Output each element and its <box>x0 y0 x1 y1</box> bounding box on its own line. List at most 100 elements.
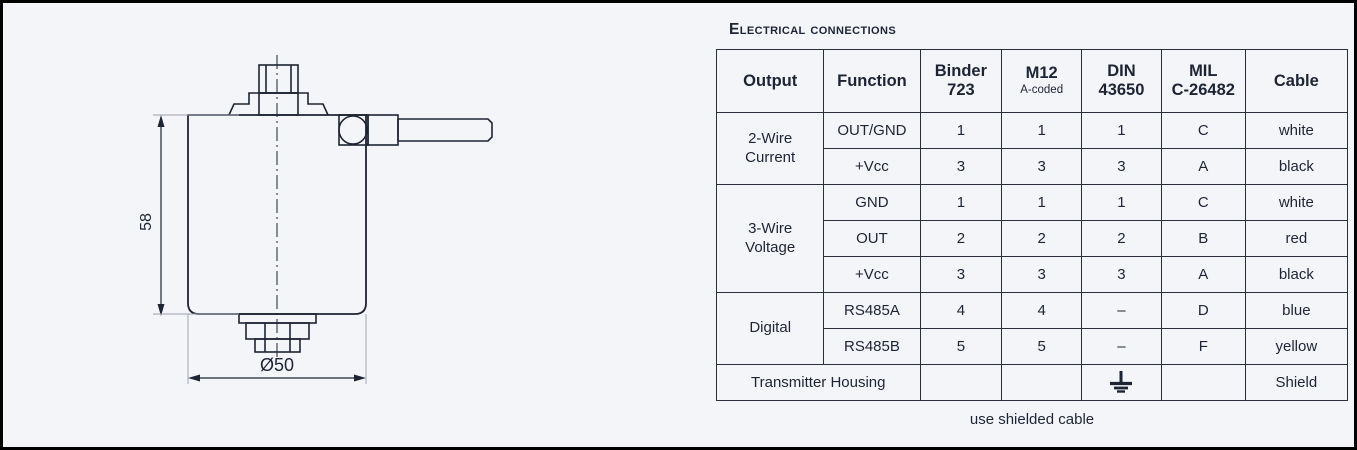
dimension-height-label: 58 <box>138 213 155 231</box>
din-cell: 1 <box>1081 112 1162 149</box>
top-connector-outer <box>258 64 299 94</box>
top-connector-neck <box>258 92 299 116</box>
cable-cell: black <box>1244 256 1349 293</box>
function-cell: OUT/GND <box>823 112 921 149</box>
column-header-cable: Cable <box>1244 49 1349 113</box>
transmitter-dimension-drawing: 58 Ø50 <box>138 55 493 384</box>
column-header-function: Function <box>823 49 921 113</box>
cable-cell: white <box>1244 112 1349 149</box>
function-cell: RS485B <box>823 328 921 365</box>
column-header-m12: M12 A-coded <box>1001 49 1083 113</box>
column-header-binder-sub: 723 <box>947 81 975 99</box>
table-row: 2-Wire Current OUT/GND 1 1 1 C white <box>715 112 1349 185</box>
binder-cell: 1 <box>919 112 1003 149</box>
technical-drawing-pane: 58 Ø50 <box>3 3 693 447</box>
m12-cell: 2 <box>1001 220 1083 257</box>
output-group-digital: Digital <box>715 292 825 365</box>
transmitter-housing-label: Transmitter Housing <box>716 364 921 401</box>
m12-cell <box>1001 364 1083 401</box>
top-flange <box>228 92 329 116</box>
din-cell: – <box>1081 328 1162 365</box>
column-header-function-label: Function <box>837 71 907 90</box>
dim-arrow-bottom <box>157 304 165 316</box>
output-group-2wire-current: 2-Wire Current <box>715 112 825 185</box>
din-cell: 1 <box>1081 184 1162 221</box>
cable-cell: black <box>1244 148 1349 185</box>
column-header-binder: Binder 723 <box>919 49 1003 113</box>
binder-cell: 4 <box>919 292 1003 329</box>
earth-ground-icon <box>1106 368 1136 394</box>
binder-cell: 1 <box>919 184 1003 221</box>
function-cell: +Vcc <box>823 256 921 293</box>
side-gland-circle <box>338 115 368 145</box>
column-header-din-label: DIN <box>1107 62 1136 81</box>
mil-cell: A <box>1160 148 1246 185</box>
binder-cell: 2 <box>919 220 1003 257</box>
output-label-line1: 2-Wire <box>748 130 793 148</box>
binder-cell: 3 <box>919 148 1003 185</box>
electrical-connections-table: Output Function Binder 723 M12 A-coded D <box>715 49 1349 401</box>
mil-cell: C <box>1160 184 1246 221</box>
table-row: +Vcc 3 3 3 A black <box>717 256 1349 293</box>
output-label-line1: Digital <box>749 319 792 337</box>
function-cell: RS485A <box>823 292 921 329</box>
footer-note: use shielded cable <box>969 411 1095 428</box>
column-header-cable-label: Cable <box>1273 71 1319 90</box>
binder-cell: 3 <box>919 256 1003 293</box>
column-header-din: DIN 43650 <box>1081 49 1162 113</box>
din-cell: 3 <box>1081 148 1162 185</box>
table-row: RS485B 5 5 – F yellow <box>717 328 1349 365</box>
m12-cell: 3 <box>1001 148 1083 185</box>
m12-cell: 5 <box>1001 328 1083 365</box>
din-cell: 2 <box>1081 220 1162 257</box>
dimension-diameter-label: Ø50 <box>260 355 294 375</box>
table-row: Digital RS485A 4 4 – D blue <box>715 292 1349 365</box>
din-cell: 3 <box>1081 256 1162 293</box>
output-label-line2: Voltage <box>745 238 796 256</box>
table-row: 3-Wire Voltage GND 1 1 1 C white <box>715 184 1349 293</box>
function-cell: OUT <box>823 220 921 257</box>
mil-cell: C <box>1160 112 1246 149</box>
side-gland-body <box>367 114 399 146</box>
table-row-transmitter-housing: Transmitter Housing <box>716 364 1349 401</box>
dim-arrow-left <box>188 374 200 382</box>
cable-cell: blue <box>1244 292 1349 329</box>
transmitter-housing-body <box>187 114 367 315</box>
column-header-din-sub: 43650 <box>1098 81 1145 99</box>
table-row: +Vcc 3 3 3 A black <box>717 148 1349 185</box>
mil-cell: A <box>1160 256 1246 293</box>
din-cell-ground <box>1081 364 1162 401</box>
mil-cell <box>1160 364 1246 401</box>
cable-cell: white <box>1244 184 1349 221</box>
section-title: Electrical Connections <box>729 21 897 38</box>
cable-cell: red <box>1244 220 1349 257</box>
electrical-connections-pane: Electrical Connections Output Function B… <box>715 21 1350 428</box>
dim-arrow-right <box>354 374 366 382</box>
cable-cell: Shield <box>1244 364 1349 401</box>
mil-cell: F <box>1160 328 1246 365</box>
function-cell: +Vcc <box>823 148 921 185</box>
m12-cell: 3 <box>1001 256 1083 293</box>
output-group-3wire-voltage: 3-Wire Voltage <box>715 184 825 293</box>
cable-stub <box>398 118 493 142</box>
m12-cell: 4 <box>1001 292 1083 329</box>
binder-cell: 5 <box>919 328 1003 365</box>
column-header-mil-label: MIL <box>1189 62 1218 81</box>
column-header-m12-label: M12 <box>1025 64 1058 83</box>
function-cell: GND <box>823 184 921 221</box>
dim-arrow-top <box>157 115 165 127</box>
m12-cell: 1 <box>1001 184 1083 221</box>
column-header-output-label: Output <box>743 71 798 90</box>
din-cell: – <box>1081 292 1162 329</box>
column-header-binder-label: Binder <box>934 62 988 81</box>
output-label-line1: 3-Wire <box>748 220 793 238</box>
cable-cell: yellow <box>1244 328 1349 365</box>
column-header-mil: MIL C-26482 <box>1160 49 1246 113</box>
output-label-line2: Current <box>745 148 796 166</box>
m12-cell: 1 <box>1001 112 1083 149</box>
mil-cell: B <box>1160 220 1246 257</box>
column-header-m12-sub: A-coded <box>1020 84 1064 97</box>
table-header-row: Output Function Binder 723 M12 A-coded D <box>715 49 1349 113</box>
binder-cell <box>919 364 1003 401</box>
